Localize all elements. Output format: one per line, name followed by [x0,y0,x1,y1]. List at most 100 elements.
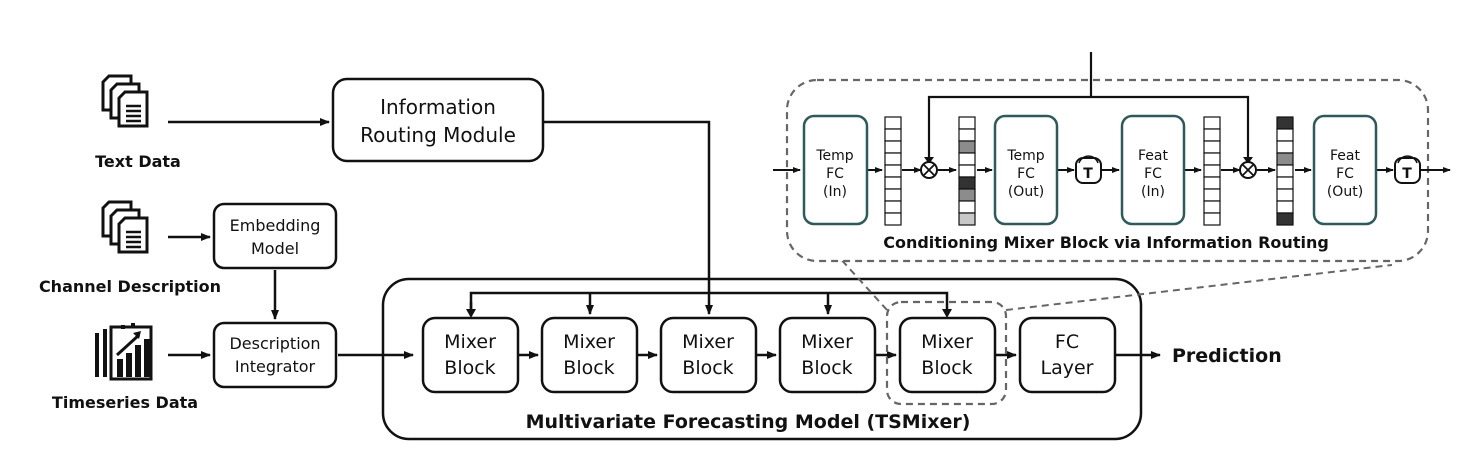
mixer-block-1: Mixer Block [421,316,520,394]
information-routing-module [331,77,545,163]
svg-text:Mixer: Mixer [801,331,853,353]
description-integrator-box [212,321,338,389]
vector-cell [958,212,976,226]
vector-cell [958,140,976,154]
channel-description-label: Channel Description [39,277,221,296]
vector-cell [1276,128,1294,142]
svg-text:T: T [1083,166,1093,182]
detail-panel-title: Conditioning Mixer Block via Information… [883,233,1329,252]
vector-cell [1203,200,1221,214]
fc-layer: FC Layer [1018,316,1117,394]
svg-text:Layer: Layer [1041,357,1094,379]
vector-cell [958,176,976,190]
svg-text:(Out): (Out) [1008,184,1044,200]
vector-cell [884,152,902,166]
feat-fc-out: Feat FC (Out) [1312,114,1378,226]
embedding-model-label-1: Embedding [230,216,321,235]
prediction-label: Prediction [1172,345,1282,367]
vector-cell [884,164,902,178]
svg-text:FC: FC [826,166,844,182]
input-arrows [168,118,713,359]
vector-cell [884,128,902,142]
vector-cell [884,188,902,202]
svg-text:Mixer: Mixer [921,331,973,353]
vector-cell [958,152,976,166]
vector-cell [1276,164,1294,178]
vector-cell [958,164,976,178]
description-integrator-label-2: Integrator [235,357,316,376]
vector-cell [884,140,902,154]
svg-text:Block: Block [801,357,852,379]
transpose-icon-1: T [1075,155,1102,184]
embedding-model-label-2: Model [251,239,299,258]
vector-cell [958,188,976,202]
vector-cell [1203,176,1221,190]
vector-cell [958,128,976,142]
timeseries-data-icon [95,323,153,381]
multiply-node-2 [1239,161,1257,179]
vector-cell [1276,116,1294,130]
mixer-block-3: Mixer Block [659,316,758,394]
vector-cell [1203,128,1221,142]
svg-text:FC: FC [1017,166,1035,182]
vector-cell [1203,140,1221,154]
svg-text:(In): (In) [823,184,847,200]
svg-text:Mixer: Mixer [563,331,615,353]
vector-cell [1276,188,1294,202]
svg-text:Temp: Temp [1006,148,1044,164]
vector-cell [1276,212,1294,226]
vector-cell [884,176,902,190]
vector-cell [1276,140,1294,154]
vector-cell [884,212,902,226]
vector-cell [884,200,902,214]
svg-text:Temp: Temp [815,148,853,164]
transpose-icon-2: T [1394,155,1421,184]
svg-text:(In): (In) [1141,184,1165,200]
vector-cell [958,116,976,130]
mixer-block-2: Mixer Block [540,316,639,394]
vector-cell [1203,212,1221,226]
svg-text:Mixer: Mixer [444,331,496,353]
timeseries-data-label: Timeseries Data [52,393,198,412]
temp-fc-in: Temp FC (In) [802,114,869,226]
detail-routing-lines [927,52,1250,161]
forecasting-model-container [381,277,1143,441]
feature-vector-1 [884,116,902,226]
vector-cell [1276,200,1294,214]
multiply-node-1 [920,161,938,179]
feature-vector-2 [958,116,976,226]
svg-text:Block: Block [444,357,495,379]
vector-cell [1203,188,1221,202]
mixer-block-5: Mixer Block [898,316,997,394]
highlight-box [885,300,1008,406]
svg-text:FC: FC [1055,331,1079,353]
information-routing-label-1: Information [380,95,496,119]
mixer-block-4: Mixer Block [778,316,877,394]
temp-fc-out: Temp FC (Out) [993,114,1059,226]
svg-text:FC: FC [1144,166,1162,182]
text-data-label: Text Data [95,152,181,171]
svg-text:Mixer: Mixer [682,331,734,353]
svg-text:Block: Block [563,357,614,379]
svg-text:(Out): (Out) [1327,184,1363,200]
vector-cell [1276,152,1294,166]
routing-bus [469,291,949,315]
description-integrator-label-1: Description [229,334,320,353]
information-routing-label-2: Routing Module [360,123,516,147]
svg-text:T: T [1402,166,1412,182]
text-data-icon [101,74,149,128]
vector-cell [1203,164,1221,178]
svg-text:FC: FC [1336,166,1354,182]
svg-text:Block: Block [921,357,972,379]
forecasting-model-title: Multivariate Forecasting Model (TSMixer) [526,411,971,433]
embedding-model-box [212,202,338,270]
svg-text:Feat: Feat [1138,148,1168,164]
svg-text:Feat: Feat [1330,148,1360,164]
feature-vector-4 [1276,116,1294,226]
channel-description-icon [101,200,149,254]
vector-cell [958,200,976,214]
feature-vector-3 [1203,116,1221,226]
svg-text:Block: Block [682,357,733,379]
vector-cell [884,116,902,130]
